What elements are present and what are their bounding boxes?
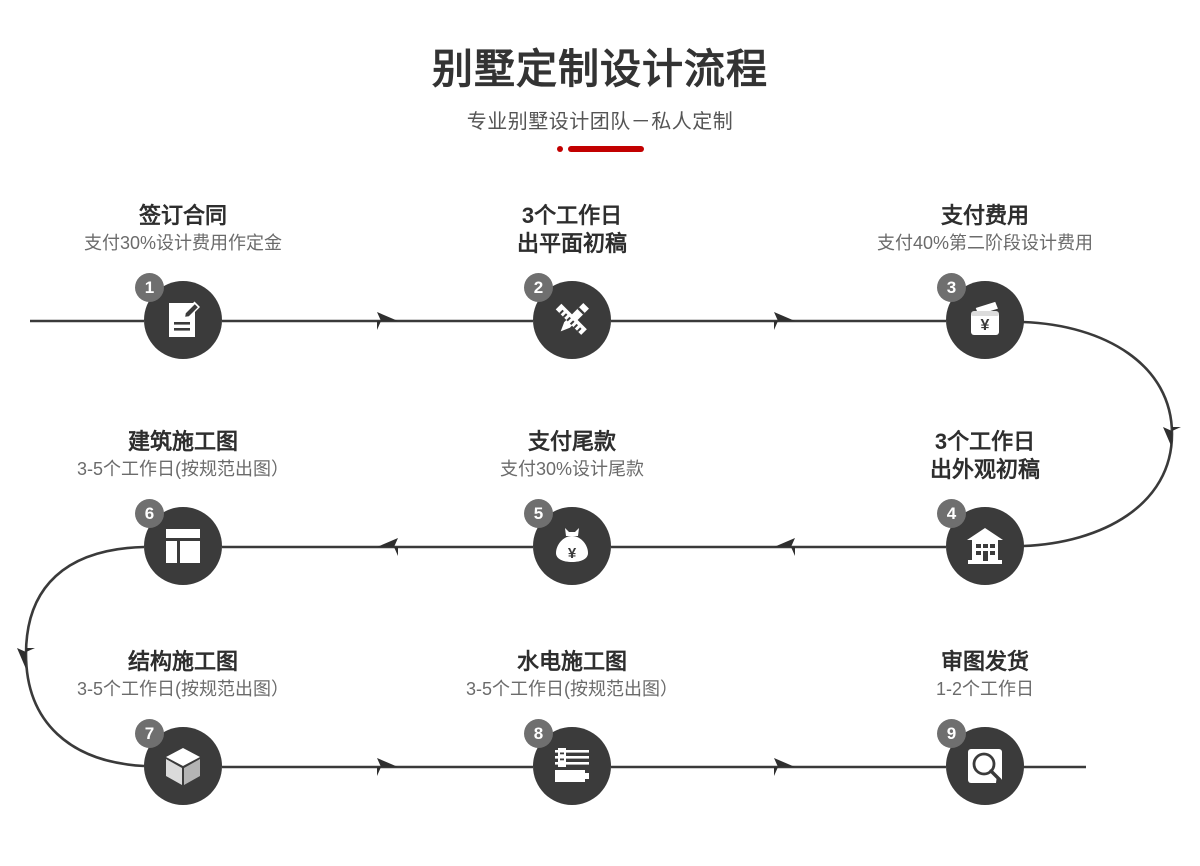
arrow-1-to-2-icon <box>377 312 398 330</box>
step-label-9: 审图发货 1-2个工作日 <box>835 648 1135 702</box>
title-divider <box>0 146 1200 153</box>
step-desc-7: 3-5个工作日(按规范出图） <box>76 679 289 700</box>
review-search-icon <box>968 749 1002 783</box>
step-label-2: 3个工作日 出平面初稿 <box>422 202 722 260</box>
floor-plan-icon <box>166 529 200 563</box>
step-node-4[interactable]: 4 <box>937 499 1024 585</box>
step-badge-5: 5 <box>524 499 553 528</box>
step-label-8: 水电施工图 3-5个工作日(按规范出图） <box>422 648 722 702</box>
arrow-4-to-5-icon <box>774 538 795 556</box>
step-badge-9: 9 <box>937 719 966 748</box>
step-desc-9: 1-2个工作日 <box>935 679 1034 700</box>
step-desc-1: 支付30%设计费用作定金 <box>83 233 283 254</box>
step-desc-8: 3-5个工作日(按规范出图） <box>465 679 678 700</box>
step-badge-2: 2 <box>524 273 553 302</box>
step-badge-8: 8 <box>524 719 553 748</box>
pencil-ruler-icon <box>555 303 589 335</box>
step-badge-3: 3 <box>937 273 966 302</box>
arrow-3-to-4-icon <box>1163 427 1181 448</box>
step-title-1: 签订合同 <box>138 203 227 228</box>
step-node-3[interactable]: 3 ¥ <box>937 273 1024 359</box>
arrow-2-to-3-icon <box>774 312 795 330</box>
page-title: 别墅定制设计流程 <box>432 46 768 92</box>
step-node-6[interactable]: 6 <box>135 499 222 585</box>
step-label-6: 建筑施工图 3-5个工作日(按规范出图） <box>33 428 333 482</box>
cube-icon <box>166 748 200 785</box>
document-edit-icon <box>169 301 200 337</box>
divider-bar-icon <box>567 146 644 153</box>
page-subtitle: 专业别墅设计团队－私人定制 <box>466 111 734 134</box>
arrow-7-to-8-icon <box>377 758 398 776</box>
step-label-3: 支付费用 支付40%第二阶段设计费用 <box>835 202 1135 256</box>
electrical-plan-icon <box>555 748 589 782</box>
step-badge-7: 7 <box>135 719 164 748</box>
divider-dot-icon <box>556 146 563 153</box>
arrow-5-to-6-icon <box>377 538 398 556</box>
step-node-1[interactable]: 1 <box>135 273 222 359</box>
step-title-7: 结构施工图 <box>127 649 238 674</box>
arrow-8-to-9-icon <box>774 758 795 776</box>
step-node-8[interactable]: 8 <box>524 719 611 805</box>
step-label-7: 结构施工图 3-5个工作日(按规范出图） <box>33 648 333 702</box>
step-node-2[interactable]: 2 <box>524 273 611 359</box>
svg-text:¥: ¥ <box>568 545 577 562</box>
step-desc-5: 支付30%设计尾款 <box>499 459 645 480</box>
step-title-5: 支付尾款 <box>527 429 616 454</box>
step-badge-4: 4 <box>937 499 966 528</box>
money-bag-icon: ¥ <box>556 528 588 562</box>
step-badge-6: 6 <box>135 499 164 528</box>
step-node-9[interactable]: 9 <box>937 719 1024 805</box>
step-title-6: 建筑施工图 <box>127 429 238 454</box>
wallet-yuan-icon: ¥ <box>971 301 999 335</box>
step-label-1: 签订合同 支付30%设计费用作定金 <box>33 202 333 256</box>
step-title-9: 审图发货 <box>940 649 1029 674</box>
step-desc-3: 支付40%第二阶段设计费用 <box>876 233 1094 254</box>
diagram-header: 别墅定制设计流程 专业别墅设计团队－私人定制 <box>0 46 1200 153</box>
building-icon <box>967 528 1003 564</box>
step-desc-6: 3-5个工作日(按规范出图） <box>76 459 289 480</box>
step-node-5[interactable]: 5 ¥ <box>524 499 611 585</box>
step-label-5: 支付尾款 支付30%设计尾款 <box>422 428 722 482</box>
svg-text:¥: ¥ <box>981 317 990 334</box>
step-badge-1: 1 <box>135 273 164 302</box>
step-title-2: 3个工作日 出平面初稿 <box>516 203 627 257</box>
step-label-4: 3个工作日 出外观初稿 <box>835 428 1135 486</box>
step-title-8: 水电施工图 <box>516 649 627 674</box>
step-node-7[interactable]: 7 <box>135 719 222 805</box>
step-title-4: 3个工作日 出外观初稿 <box>929 429 1040 483</box>
step-title-3: 支付费用 <box>940 203 1029 228</box>
